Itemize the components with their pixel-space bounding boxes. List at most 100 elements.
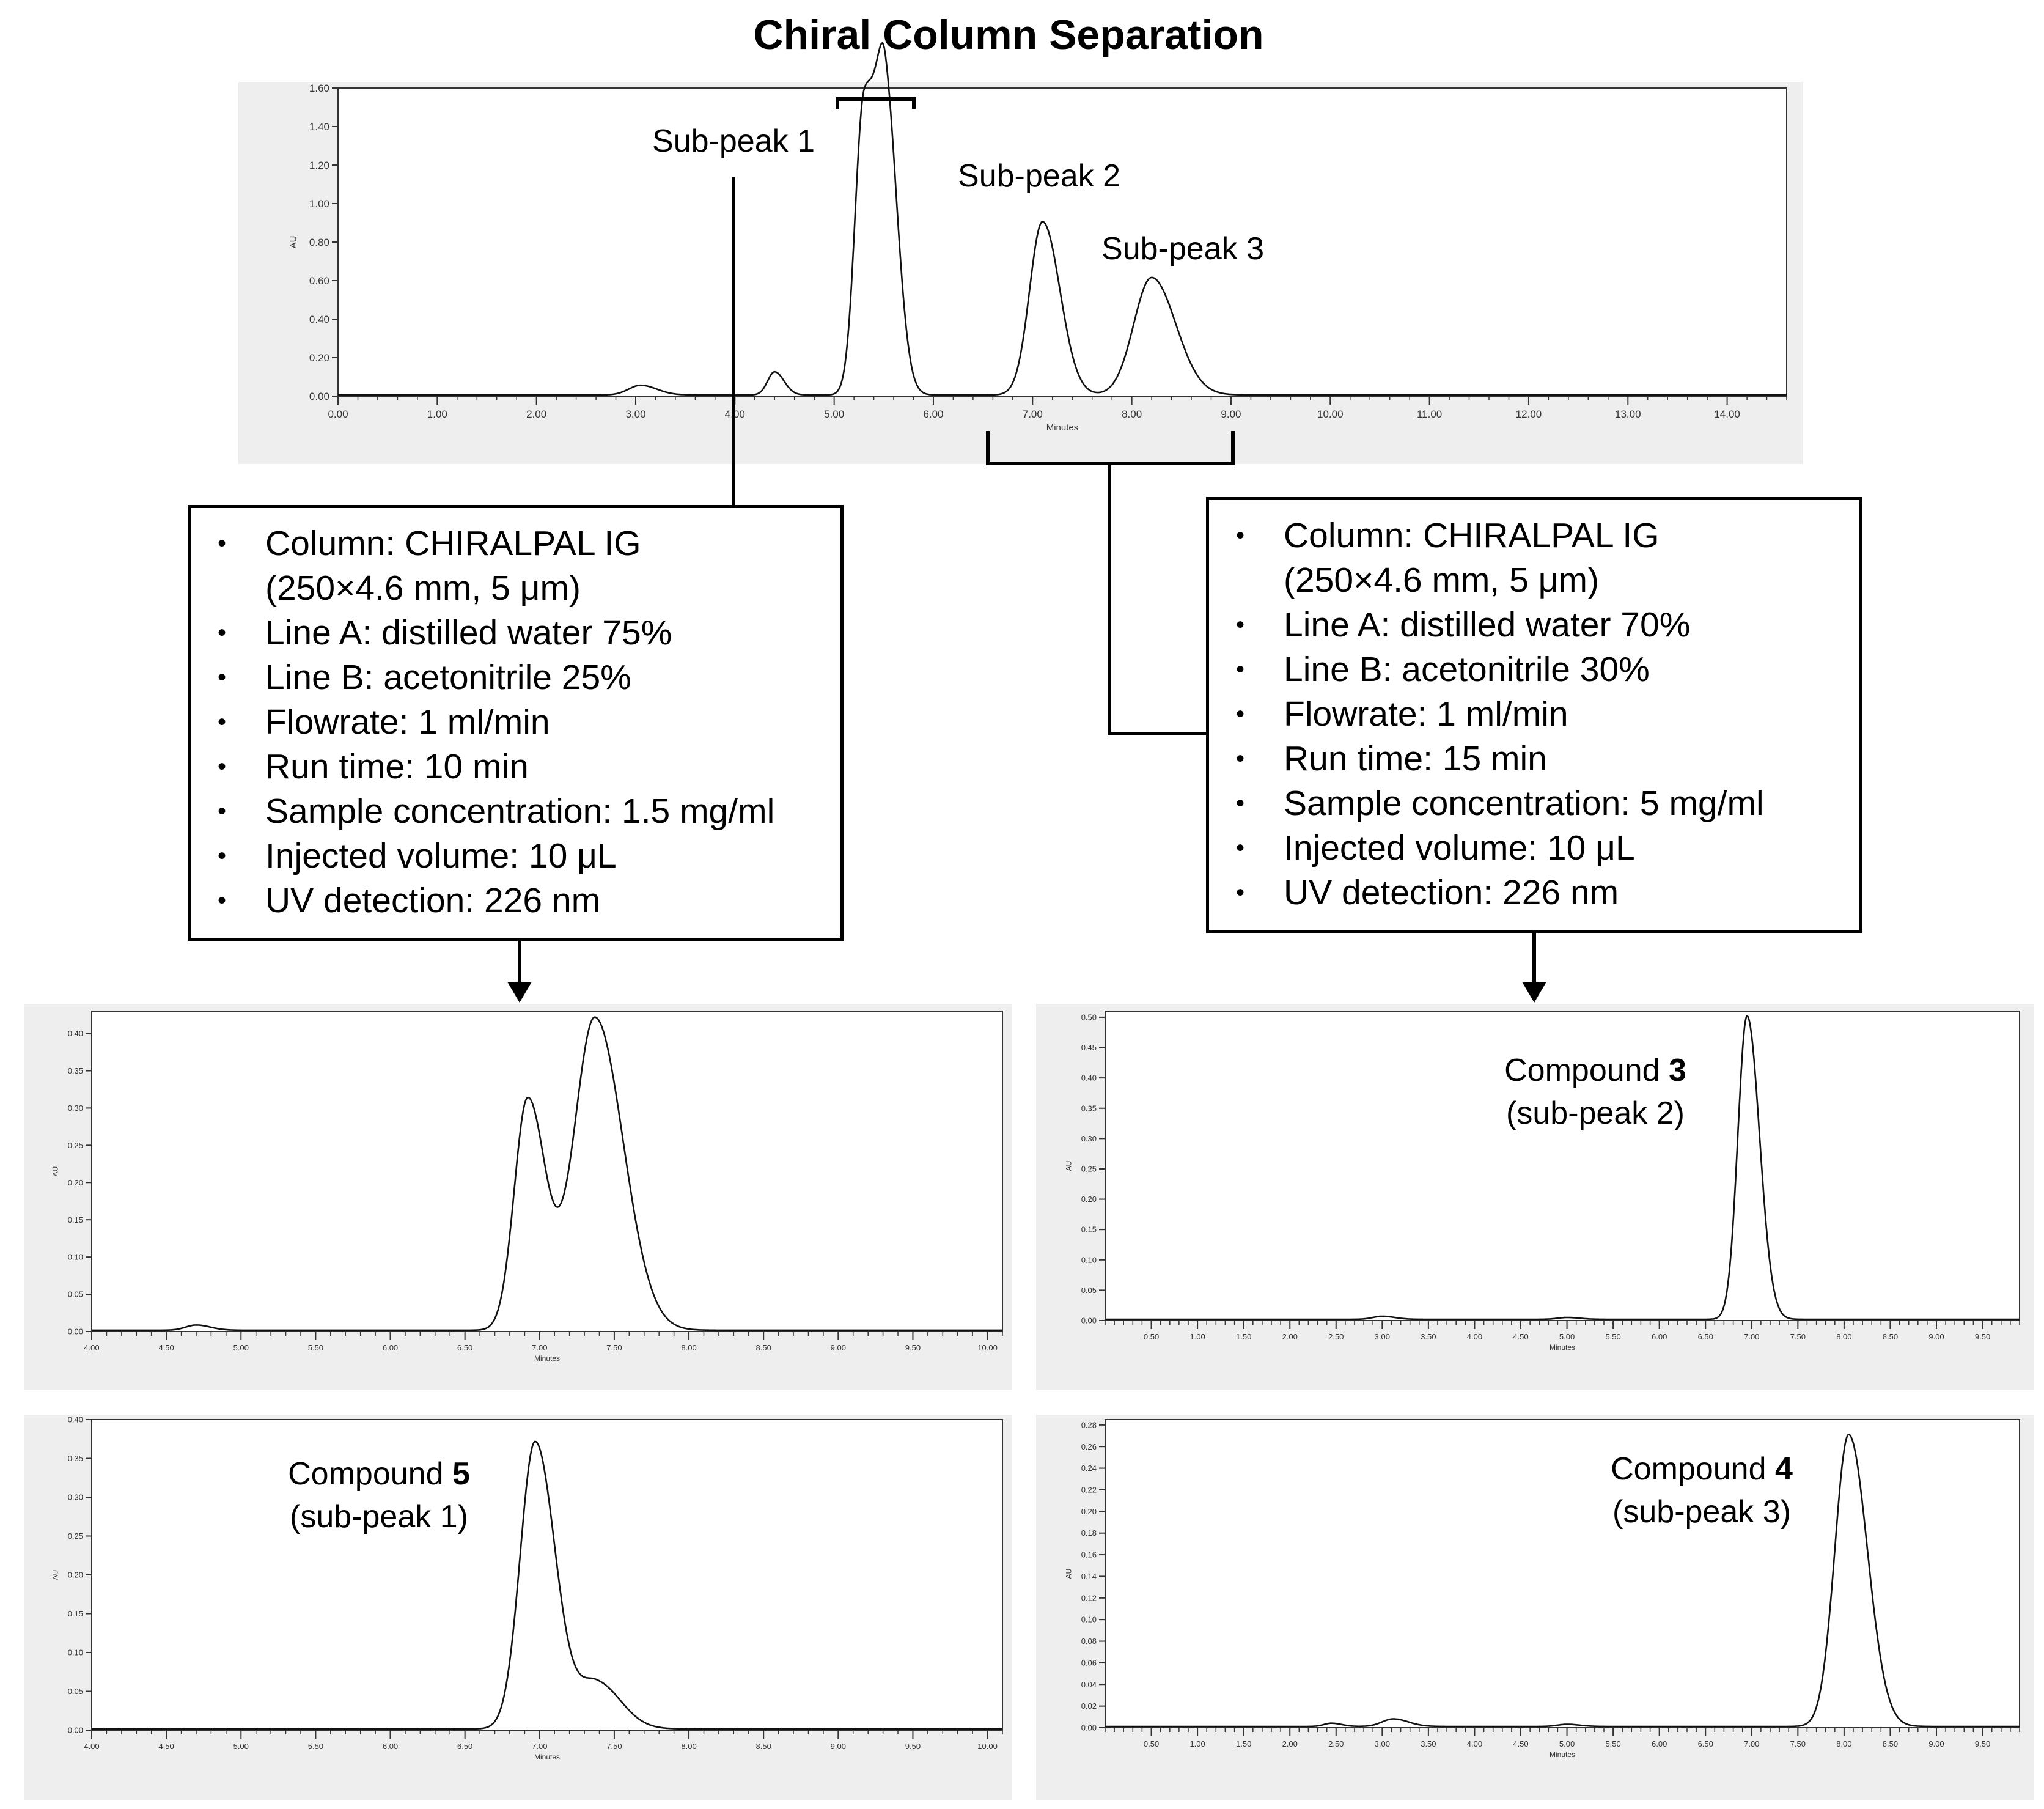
condition-item: •Sample concentration: 1.5 mg/ml: [191, 789, 840, 834]
y-tick-label: 1.40: [309, 121, 329, 133]
condition-item: •Column: CHIRALPAL IG(250×4.6 mm, 5 μm): [1209, 514, 1859, 603]
x-tick-label: 9.00: [1221, 408, 1241, 420]
x-tick-label: 5.50: [308, 1742, 323, 1751]
x-tick-label: 6.00: [1652, 1739, 1667, 1748]
plot-area: [91, 1419, 1003, 1731]
x-tick-label: 8.50: [1883, 1332, 1898, 1341]
bullet-glyph: •: [1236, 834, 1245, 861]
bullet-glyph: •: [218, 709, 227, 735]
x-tick-label: 2.50: [1328, 1739, 1344, 1748]
x-tick-label: 0.50: [1144, 1739, 1159, 1748]
x-tick-label: 8.00: [1122, 408, 1142, 420]
y-tick-label: 0.80: [309, 237, 329, 248]
bullet-glyph: •: [1236, 611, 1245, 638]
x-tick-label: 4.00: [84, 1742, 99, 1751]
plot-area: [337, 87, 1787, 397]
x-tick-label: 8.00: [681, 1343, 696, 1352]
bullet-glyph: •: [1236, 656, 1245, 683]
annotation-compound-number: 5: [452, 1456, 470, 1492]
y-axis-label: AU: [51, 1166, 59, 1177]
plot-area: [91, 1011, 1003, 1332]
condition-item: • Line B: acetonitrile 25%: [191, 655, 840, 700]
x-tick-label: 2.00: [526, 408, 546, 420]
chromatogram-trace: [1105, 1015, 2020, 1321]
annotation-subtitle: (sub-peak 3): [1612, 1494, 1791, 1530]
y-tick-label: 0.15: [68, 1609, 83, 1618]
x-tick-label: 10.00: [977, 1343, 998, 1352]
bullet-glyph: •: [218, 887, 227, 914]
x-tick-label: 5.50: [308, 1343, 323, 1352]
connectors: [518, 97, 1536, 984]
condition-item: • Line A: distilled water 75%: [191, 611, 840, 655]
x-tick-label: 3.50: [1421, 1739, 1436, 1748]
peak-annotation: Sub-peak 3: [1101, 231, 1264, 267]
x-tick-label: 9.00: [1928, 1739, 1944, 1748]
condition-text: Column: CHIRALPAL IG: [1284, 516, 1660, 555]
chromatogram-trace: [92, 1016, 1002, 1332]
peak-annotation: Sub-peak 2: [958, 158, 1120, 194]
bullet-glyph: •: [218, 664, 227, 691]
x-tick-label: 5.00: [233, 1343, 249, 1352]
x-tick-label: 3.50: [1421, 1332, 1436, 1341]
x-tick-label: 6.00: [383, 1343, 398, 1352]
condition-text: UV detection: 226 nm: [265, 881, 601, 920]
condition-text: Injected volume: 10 μL: [1284, 828, 1635, 868]
bullet-glyph: •: [1236, 522, 1245, 549]
annotation-text: Compound: [1611, 1451, 1775, 1487]
bullet-glyph: •: [218, 619, 227, 646]
y-tick-label: 0.20: [309, 352, 329, 364]
condition-item: •Line A: distilled water 70%: [1209, 603, 1859, 647]
x-tick-label: 9.50: [905, 1343, 921, 1352]
condition-text: Line B: acetonitrile 30%: [1284, 650, 1650, 689]
y-tick-label: 0.35: [68, 1066, 83, 1075]
x-tick-label: 6.50: [1698, 1739, 1713, 1748]
y-tick-label: 0.40: [68, 1029, 83, 1038]
y-tick-label: 0.10: [68, 1648, 83, 1657]
y-tick-label: 0.40: [1081, 1074, 1097, 1083]
x-axis-label: Minutes: [1550, 1750, 1575, 1759]
condition-text: Sample concentration: 5 mg/ml: [1284, 784, 1764, 823]
x-tick-label: 5.50: [1605, 1332, 1620, 1341]
x-tick-label: 3.00: [625, 408, 645, 420]
y-tick-label: 0.22: [1081, 1485, 1097, 1494]
condition-text: UV detection: 226 nm: [1284, 873, 1619, 912]
y-tick-label: 0.20: [1081, 1195, 1097, 1204]
bullet-glyph: •: [1236, 879, 1245, 906]
x-tick-label: 5.00: [1559, 1332, 1575, 1341]
y-axis-label: AU: [1064, 1569, 1073, 1579]
x-tick-label: 6.50: [457, 1343, 472, 1352]
condition-text: Injected volume: 10 μL: [265, 836, 617, 875]
annotation-compound-number: 4: [1775, 1451, 1793, 1487]
x-tick-label: 6.00: [1652, 1332, 1667, 1341]
x-tick-label: 7.50: [1790, 1739, 1806, 1748]
bullet-glyph: •: [218, 842, 227, 869]
x-tick-label: 4.50: [158, 1343, 174, 1352]
y-tick-label: 0.40: [68, 1415, 83, 1424]
y-tick-label: 0.00: [1081, 1316, 1097, 1325]
condition-text: (250×4.6 mm, 5 μm): [265, 569, 581, 608]
x-tick-label: 9.00: [831, 1742, 846, 1751]
y-tick-label: 0.25: [68, 1531, 83, 1541]
plot-area: [1105, 1011, 2020, 1321]
x-tick-label: 4.00: [1467, 1332, 1482, 1341]
x-tick-label: 7.50: [1790, 1332, 1806, 1341]
x-tick-label: 9.00: [831, 1343, 846, 1352]
y-tick-label: 0.30: [1081, 1134, 1097, 1143]
y-tick-label: 0.05: [68, 1290, 83, 1299]
x-tick-label: 6.50: [457, 1742, 472, 1751]
y-tick-label: 0.10: [68, 1253, 83, 1262]
plot-area: [1105, 1419, 2020, 1728]
y-tick-label: 0.25: [68, 1141, 83, 1150]
x-tick-label: 8.50: [756, 1343, 771, 1352]
condition-item: • UV detection: 226 nm: [1209, 871, 1859, 915]
condition-text: Line A: distilled water 75%: [265, 613, 672, 652]
x-tick-label: 11.00: [1417, 408, 1442, 420]
bullet-glyph: •: [218, 530, 227, 557]
x-tick-label: 10.00: [977, 1742, 998, 1751]
condition-text: Line B: acetonitrile 25%: [265, 658, 631, 697]
y-tick-label: 0.30: [68, 1493, 83, 1502]
condition-text: Sample concentration: 1.5 mg/ml: [265, 792, 775, 831]
